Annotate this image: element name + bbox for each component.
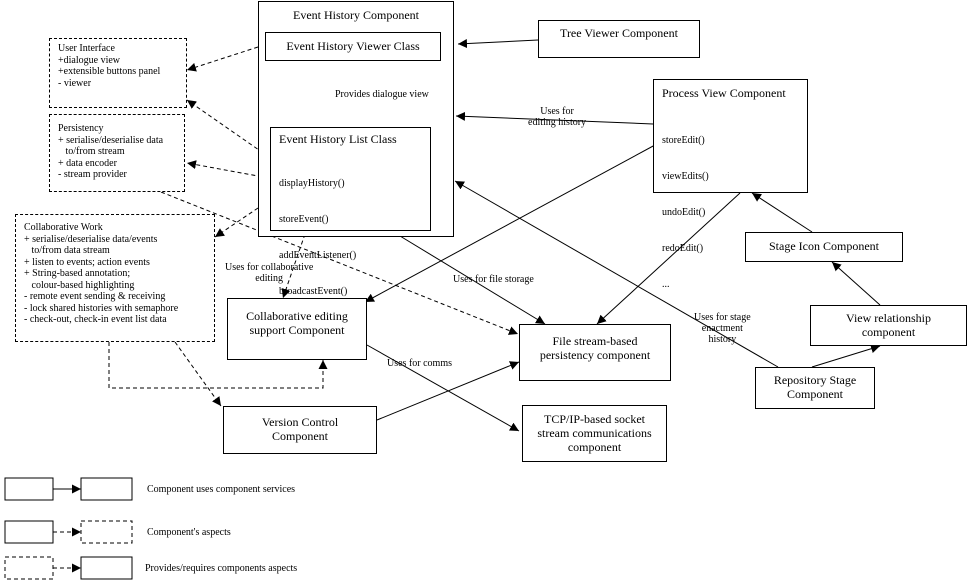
edge-stageicon-to-process: [751, 192, 813, 233]
ui-line-2: +extensible buttons panel: [58, 66, 161, 77]
tree-viewer-title: Tree Viewer Component: [560, 26, 678, 40]
view-relationship-title: View relationship component: [846, 311, 931, 339]
repository-stage-title: Repository Stage Component: [773, 373, 857, 401]
method-view-edits: viewEdits(): [662, 171, 709, 182]
edge-process-to-file: [596, 192, 741, 325]
collab-work-line-1: + serialise/deserialise data/events: [24, 233, 158, 245]
persistency-line-3: + data encoder: [58, 157, 117, 169]
version-control-component[interactable]: Version Control Component: [223, 406, 377, 454]
method-broadcast-event: broadcastEvent(): [279, 286, 348, 297]
legend-provides-requires-label: Provides/requires components aspects: [145, 563, 298, 574]
viewer-class-title: Event History Viewer Class: [286, 39, 420, 53]
persistency-line-2: to/from stream: [58, 146, 125, 157]
label-uses-comms: Uses for comms: [387, 358, 452, 369]
label-uses-stage-enactment-history: Uses for stage enactment history: [694, 312, 751, 345]
label-provides-dialogue-view: Provides dialogue view: [335, 89, 429, 100]
persistency-line-1: + serialise/deserialise data: [58, 134, 164, 146]
collab-work-line-8: - check-out, check-in event list data: [24, 314, 167, 325]
edge-process-to-collab: [364, 144, 656, 303]
aspect-collabwork-to-collab-support: [108, 342, 328, 389]
stage-icon-component[interactable]: Stage Icon Component: [745, 232, 903, 262]
aspect-history-to-ui: [186, 46, 259, 72]
aspect-history-to-collabwork: [214, 207, 259, 238]
method-undo-edit: undoEdit(): [662, 207, 706, 218]
collab-work-line-2: to/from data stream: [24, 245, 110, 256]
process-view-methods: storeEdit() viewEdits() undoEdit() redoE…: [662, 111, 807, 315]
persistency-aspect[interactable]: Persistency + serialise/deserialise data…: [49, 114, 185, 192]
event-history-viewer-class[interactable]: Event History Viewer Class: [265, 32, 441, 61]
legend-graphics: [4, 477, 133, 580]
view-relationship-component[interactable]: View relationship component: [810, 305, 967, 346]
aspect-list-to-ui: [186, 99, 270, 158]
file-stream-persistency-component[interactable]: File stream-based persistency component: [519, 324, 671, 381]
collab-work-line-7: - lock shared histories with semaphore: [24, 302, 179, 314]
method-store-event: storeEvent(): [279, 214, 329, 225]
method-add-event-listener: addEventListener(): [279, 250, 357, 261]
ui-line-1: +dialogue view: [58, 54, 121, 66]
event-history-list-class[interactable]: Event History List Class displayHistory(…: [270, 127, 431, 333]
edge-collab-to-tcp: [366, 344, 520, 432]
user-interface-title: User Interface: [58, 43, 115, 54]
aspect-persistency-to-file: [160, 191, 519, 335]
label-uses-file-storage: Uses for file storage: [453, 274, 534, 285]
user-interface-aspect[interactable]: User Interface +dialogue view +extensibl…: [49, 38, 187, 108]
method-redo-edit: redoEdit(): [662, 243, 704, 254]
persistency-title: Persistency: [58, 123, 104, 134]
collab-work-title: Collaborative Work: [24, 222, 103, 233]
legend-services-label: Component uses component services: [147, 484, 296, 495]
label-uses-editing-history: Uses for editing history: [528, 106, 587, 128]
tcp-ip-title: TCP/IP-based socket stream communication…: [537, 412, 652, 454]
legend-aspects-label: Component's aspects: [147, 527, 231, 538]
collab-support-title: Collaborative editing support Component: [246, 309, 348, 337]
method-store-edit: storeEdit(): [662, 135, 705, 146]
collab-work-line-4: + String-based annotation;: [24, 268, 131, 279]
process-view-title: Process View Component: [662, 86, 786, 100]
method-ellipsis: ...: [662, 279, 670, 290]
collab-work-line-6: - remote event sending & receiving: [24, 291, 166, 302]
method-display-history: displayHistory(): [279, 178, 345, 189]
label-uses-collaborative-editing: Uses for collaborative editing: [225, 262, 314, 284]
aspect-list-to-collab-support: [281, 233, 306, 299]
stage-icon-title: Stage Icon Component: [769, 239, 879, 253]
repository-stage-component[interactable]: Repository Stage Component: [755, 367, 875, 409]
edge-process-to-history: [455, 111, 654, 125]
tcp-ip-socket-component[interactable]: TCP/IP-based socket stream communication…: [522, 405, 667, 462]
ui-line-3: - viewer: [58, 77, 92, 89]
version-control-title: Version Control Component: [261, 415, 339, 443]
tree-viewer-component[interactable]: Tree Viewer Component: [538, 20, 700, 58]
aspect-list-to-persistency: [186, 160, 270, 179]
edge-tree-to-history: [457, 39, 539, 49]
collaborative-editing-support-component[interactable]: Collaborative editing support Component: [227, 298, 367, 360]
collab-work-line-5: colour-based highlighting: [24, 279, 135, 291]
process-view-component[interactable]: Process View Component storeEdit() viewE…: [653, 79, 808, 290]
collaborative-work-aspect[interactable]: Collaborative Work + serialise/deseriali…: [15, 214, 215, 342]
persistency-line-4: - stream provider: [58, 169, 127, 180]
file-stream-title: File stream-based persistency component: [539, 334, 651, 362]
edge-viewrel-to-stageicon: [831, 261, 881, 306]
edge-version-to-file: [376, 361, 520, 421]
aspect-collabwork-to-version: [174, 341, 222, 407]
list-class-title: Event History List Class: [279, 132, 397, 146]
event-history-component-title: Event History Component: [293, 8, 419, 22]
collab-work-line-3: + listen to events; action events: [24, 256, 150, 268]
edge-repo-to-viewrel: [811, 344, 881, 368]
edge-repo-to-history: [454, 180, 779, 368]
edge-history-to-file: [399, 235, 546, 325]
